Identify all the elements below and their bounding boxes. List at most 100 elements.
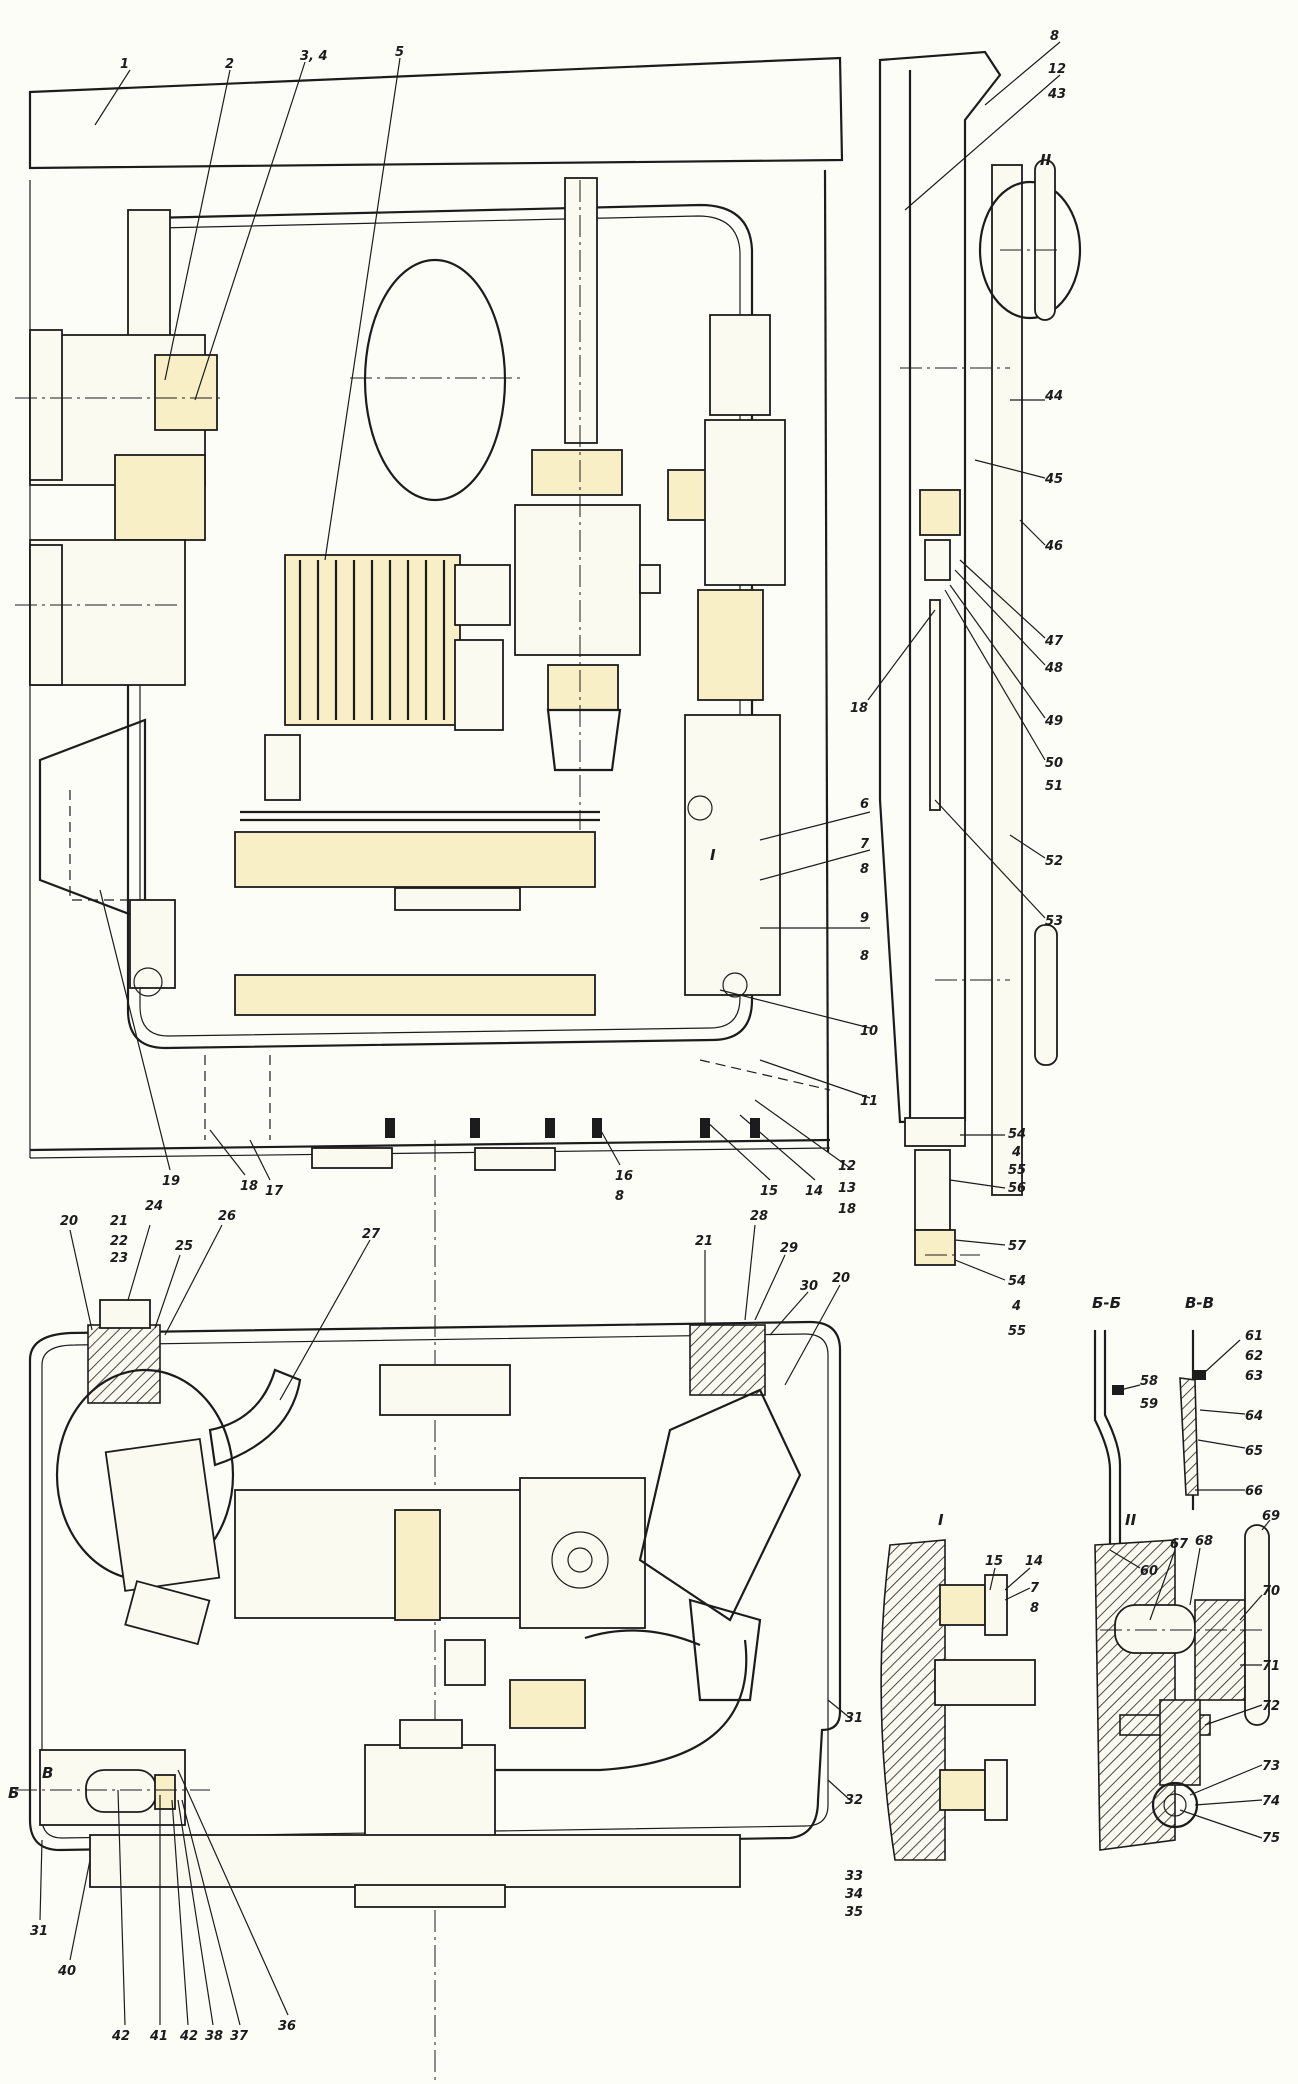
bottom-frame-tube <box>28 1320 842 1852</box>
callout-62: 62 <box>1245 1349 1263 1364</box>
shaft-stub <box>639 564 661 594</box>
right-frame-edge <box>823 169 830 1153</box>
callout-46: 46 <box>1044 539 1063 554</box>
callout-12: 12 <box>838 1159 856 1174</box>
top-cover-panel <box>28 56 844 170</box>
detail-i-bolt-upper <box>939 1584 986 1626</box>
callout-21b: 21 <box>695 1234 713 1249</box>
callout-74: 74 <box>1262 1794 1280 1809</box>
callout-19: 19 <box>162 1174 180 1189</box>
side-porthole <box>978 180 1082 320</box>
base-rail-lower <box>29 1147 831 1159</box>
callout-12b: 12 <box>1048 62 1066 77</box>
callout-47: 47 <box>1044 634 1064 649</box>
callouts-details: 58 59 60 61 62 63 64 65 66 15 14 7 8 67 … <box>985 1329 1280 1846</box>
upper-right-housing <box>709 314 771 416</box>
callout-15b: 15 <box>985 1554 1003 1569</box>
callout-11: 11 <box>860 1094 878 1109</box>
callout-6: 6 <box>860 797 869 812</box>
post-hole-upper <box>687 795 713 821</box>
terminal-strip-upper <box>234 831 596 888</box>
detail-i-label: I <box>938 1511 944 1529</box>
callout-44: 44 <box>1044 389 1063 404</box>
callout-65: 65 <box>1245 1444 1263 1459</box>
right-shield <box>638 1388 802 1622</box>
callout-55a: 55 <box>1008 1163 1026 1178</box>
gearbox-bore-inner <box>567 1547 593 1573</box>
cable-b <box>480 1639 748 1772</box>
upper-flange <box>531 449 623 496</box>
callout-28: 28 <box>750 1209 768 1224</box>
callout-67: 67 <box>1170 1537 1189 1552</box>
terminal-block-bottom <box>509 1679 586 1729</box>
callout-58: 58 <box>1140 1374 1158 1389</box>
left-duct <box>38 718 147 922</box>
callout-17: 17 <box>265 1184 284 1199</box>
callout-31b: 31 <box>30 1924 48 1939</box>
callout-54b: 54 <box>1008 1274 1026 1289</box>
left-exhaust-duct <box>208 1368 302 1467</box>
lower-bracket <box>264 734 301 801</box>
terminal-strip-lower <box>234 974 596 1016</box>
motor <box>234 1489 526 1619</box>
callout-8d: 8 <box>1050 29 1059 44</box>
right-support-post <box>684 714 781 996</box>
callout-13: 13 <box>838 1181 856 1196</box>
side-handle-lower <box>1034 924 1058 1066</box>
callout-32: 32 <box>845 1793 863 1808</box>
callout-57: 57 <box>1008 1239 1027 1254</box>
callout-72: 72 <box>1262 1699 1280 1714</box>
strip-bracket <box>394 887 521 911</box>
bottom-central-block <box>364 1744 496 1841</box>
callout-36: 36 <box>278 2019 296 2034</box>
left-mount-plate <box>129 899 176 989</box>
callout-69: 69 <box>1262 1509 1280 1524</box>
callout-34: 34 <box>845 1887 863 1902</box>
callout-37: 37 <box>230 2029 249 2044</box>
base-foot <box>354 1884 506 1908</box>
upper-cylinder <box>379 1364 511 1416</box>
callout-50: 50 <box>1045 756 1063 771</box>
gearbox <box>514 504 641 656</box>
section-b-mark: Б <box>8 1784 19 1802</box>
callout-15: 15 <box>760 1184 778 1199</box>
callout-20b: 20 <box>832 1271 850 1286</box>
callout-14b: 14 <box>1025 1554 1043 1569</box>
terminal-block-upper-left <box>154 354 218 431</box>
bottom-frame-inner <box>41 1333 829 1839</box>
vertical-shaft <box>564 177 598 444</box>
callout-7: 7 <box>860 837 870 852</box>
base-fasteners <box>311 1118 760 1171</box>
detail-ii-label: II <box>1125 1511 1137 1529</box>
lower-flange <box>547 664 619 711</box>
section-v-hatch <box>1179 1377 1199 1496</box>
inspection-hatch <box>363 258 507 502</box>
side-panel <box>878 50 1002 1124</box>
section-v-mark: В <box>42 1764 53 1782</box>
section-b-profile-inner <box>1103 1330 1122 1560</box>
contact-fingers <box>298 560 446 720</box>
callouts-bottom: 20 21 22 23 24 25 26 27 21 28 29 30 20 3… <box>30 1199 863 2044</box>
callout-61: 61 <box>1245 1329 1263 1344</box>
callout-23: 23 <box>110 1251 128 1266</box>
section-v-v <box>1179 1330 1206 1510</box>
side-rail <box>991 164 1023 1196</box>
callout-7b: 7 <box>1030 1581 1040 1596</box>
side-clamp-block <box>919 489 961 536</box>
detail-ii-handle <box>1244 1524 1270 1726</box>
left-hub <box>87 1324 161 1404</box>
callouts-side: 8 12 43 44 45 46 47 48 18 49 50 51 52 53… <box>850 29 1066 1339</box>
callout-73: 73 <box>1262 1759 1280 1774</box>
right-side-view <box>878 50 1082 1266</box>
callout-68: 68 <box>1195 1534 1213 1549</box>
callout-2: 2 <box>225 57 234 72</box>
callout-21a: 21 <box>110 1214 128 1229</box>
callout-71: 71 <box>1262 1659 1280 1674</box>
callout-55b: 55 <box>1008 1324 1026 1339</box>
detail-i-ref-label: I <box>710 846 716 864</box>
callout-45: 45 <box>1044 472 1063 487</box>
callout-25: 25 <box>175 1239 193 1254</box>
top-main-view <box>15 56 844 2084</box>
cam-drum <box>454 639 504 731</box>
section-v-v-label: В-В <box>1185 1294 1214 1312</box>
